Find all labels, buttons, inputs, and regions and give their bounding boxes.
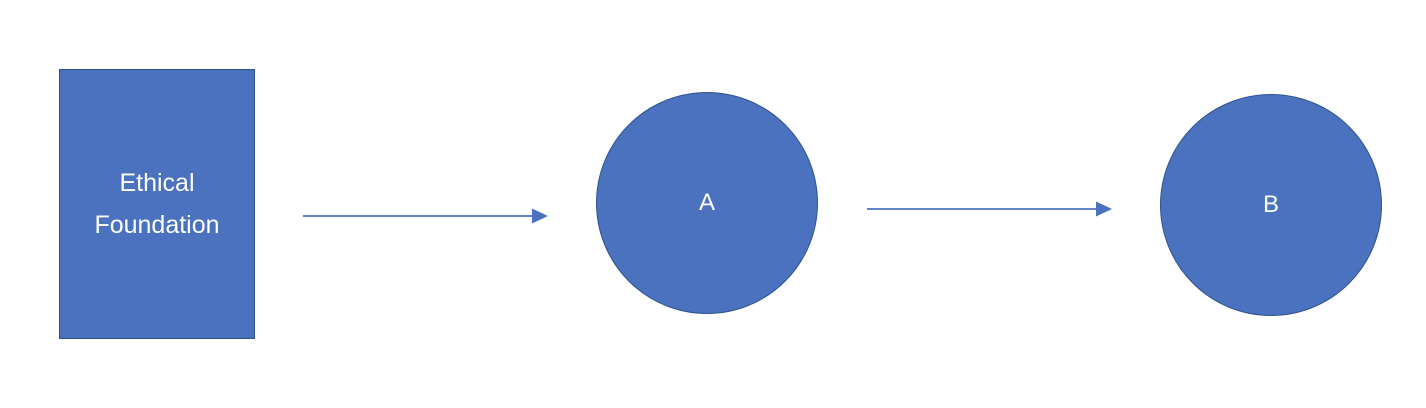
edge-ethical-to-a <box>303 208 548 224</box>
node-a-label: A <box>698 189 715 216</box>
node-a: A <box>596 92 818 314</box>
edge-a-to-b <box>867 201 1112 217</box>
ethical-foundation-label: Ethical Foundation <box>94 169 220 239</box>
edge-a-to-b-arrowhead <box>1096 201 1112 217</box>
ethical-foundation-node: Ethical Foundation <box>59 69 255 339</box>
node-b: B <box>1160 94 1382 316</box>
edge-ethical-to-a-arrowhead <box>532 208 548 224</box>
node-b-label: B <box>1262 191 1279 218</box>
